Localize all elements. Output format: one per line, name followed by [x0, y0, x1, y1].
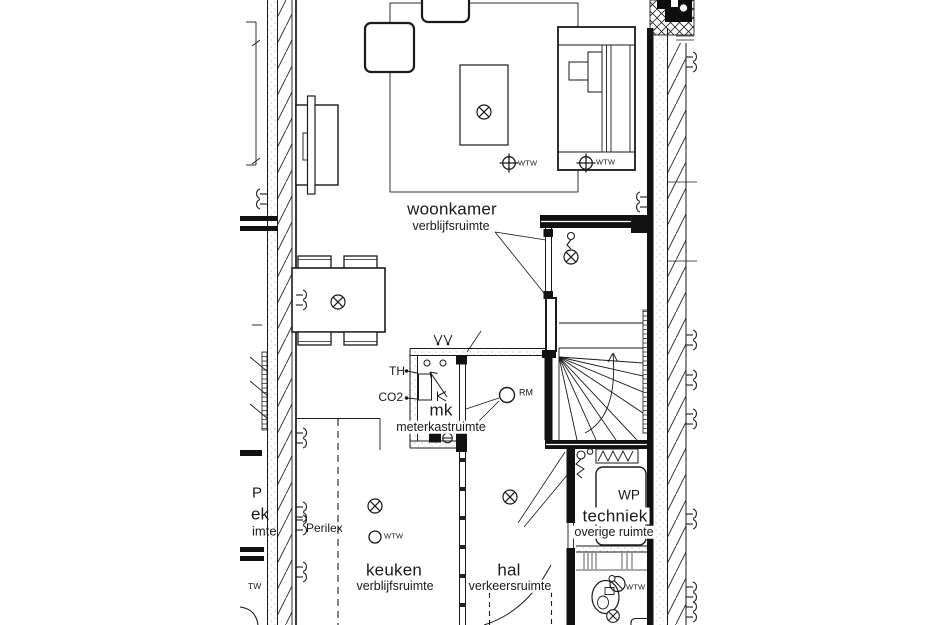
socket-icon [685, 369, 697, 391]
room-label-keuken: keuken [363, 560, 425, 580]
socket-icon [685, 601, 697, 623]
cutoff-label-tw: TW [248, 580, 262, 591]
door-swing-arc [483, 564, 552, 625]
wtw-valve-icon [368, 530, 382, 544]
heat-pump-label: WP [616, 487, 642, 503]
wtw-label: WTW [384, 531, 404, 541]
tv-cabinet [295, 104, 339, 186]
techniek-door-leaf [566, 449, 575, 523]
socket-icon [685, 329, 697, 351]
toilet-bowl [630, 617, 653, 625]
toilet-detail [591, 575, 653, 625]
cutoff-edge-elements [239, 216, 277, 625]
wtw-valve-icon [498, 152, 520, 174]
ceiling-light-icon [606, 609, 620, 623]
front-door [483, 564, 553, 625]
socket-icon [295, 514, 307, 536]
room-type-keuken: verblijfsruimte [354, 578, 436, 593]
stair-walk-line [584, 352, 615, 434]
furniture [291, 0, 636, 346]
stair-door-leaf [545, 297, 557, 352]
wtw-label: WTW [596, 157, 616, 167]
switch-icon [433, 334, 453, 346]
socket-icon [685, 51, 697, 73]
chair [297, 255, 332, 270]
ceiling-light-icon [367, 498, 383, 514]
kitchen-annotations [296, 418, 381, 625]
room-type-hal: verkeersruimte [466, 578, 554, 593]
ceiling-light-icon [330, 294, 346, 310]
meterkast-detail [404, 334, 453, 444]
socket-icon [256, 188, 268, 210]
right-exterior-wall [647, 28, 687, 625]
techniek-detail [575, 448, 647, 546]
cutoff-label-ek: ek [251, 504, 269, 524]
bell-icon [429, 433, 441, 443]
cutoff-label-imte: imte [252, 523, 277, 539]
leader-lines [465, 231, 569, 528]
top-right-corner-block [649, 0, 695, 41]
socket-icon [685, 508, 697, 530]
stair-arrow-head [607, 352, 618, 363]
wtw-unit [595, 448, 639, 464]
socket-icon [685, 408, 697, 430]
th-leader-line [406, 370, 418, 374]
pendant-light-icon [566, 231, 576, 250]
room-label-woonkamer: woonkamer [405, 199, 499, 219]
socket-icon [295, 501, 307, 523]
room-type-meterkast: meterkastruimte [394, 419, 488, 434]
heat-pump-unit [595, 466, 647, 546]
ceiling-light-icon [502, 489, 518, 505]
dining-set [291, 255, 386, 346]
room-label-techniek: techniek [580, 506, 650, 526]
smoke-detector-icon [498, 386, 516, 404]
socket-icon [295, 561, 307, 583]
socket-icon [685, 581, 697, 603]
ceiling-light-icon [476, 104, 492, 120]
electrical-symbols [256, 51, 697, 623]
thermostat-icon [576, 450, 586, 460]
smoke-detector-label: RM [519, 387, 533, 398]
duct-strip [261, 351, 268, 431]
room-label-hal: hal [495, 560, 523, 580]
washbasin [591, 579, 620, 615]
co2-leader-line [406, 397, 418, 400]
sofa [557, 26, 636, 171]
wtw-label: WTW [518, 158, 538, 168]
chair [297, 331, 332, 346]
co2-sensor-label: CO2 [378, 390, 403, 404]
room-label-meterkast: mk [427, 400, 455, 420]
perilex-label: Perilex [306, 521, 343, 535]
socket-icon [295, 427, 307, 449]
room-type-woonkamer: verblijfsruimte [410, 218, 492, 233]
chair [343, 331, 378, 346]
cutoff-label-p: P [252, 484, 263, 502]
wtw-valve-icon [609, 575, 626, 593]
socket-icon [636, 191, 648, 213]
kracht-socket-icon [437, 391, 447, 402]
armchair [363, 21, 416, 74]
room-type-techniek: overige ruimte [572, 524, 656, 539]
armchair [420, 0, 471, 24]
stair-balustrade [642, 309, 649, 434]
pendant-lamp-icon [563, 249, 579, 265]
wtw-label: WTW [626, 582, 646, 592]
thermostat-label: TH [389, 364, 405, 378]
chair [343, 255, 378, 270]
staircase [558, 309, 649, 441]
tv [306, 95, 316, 195]
